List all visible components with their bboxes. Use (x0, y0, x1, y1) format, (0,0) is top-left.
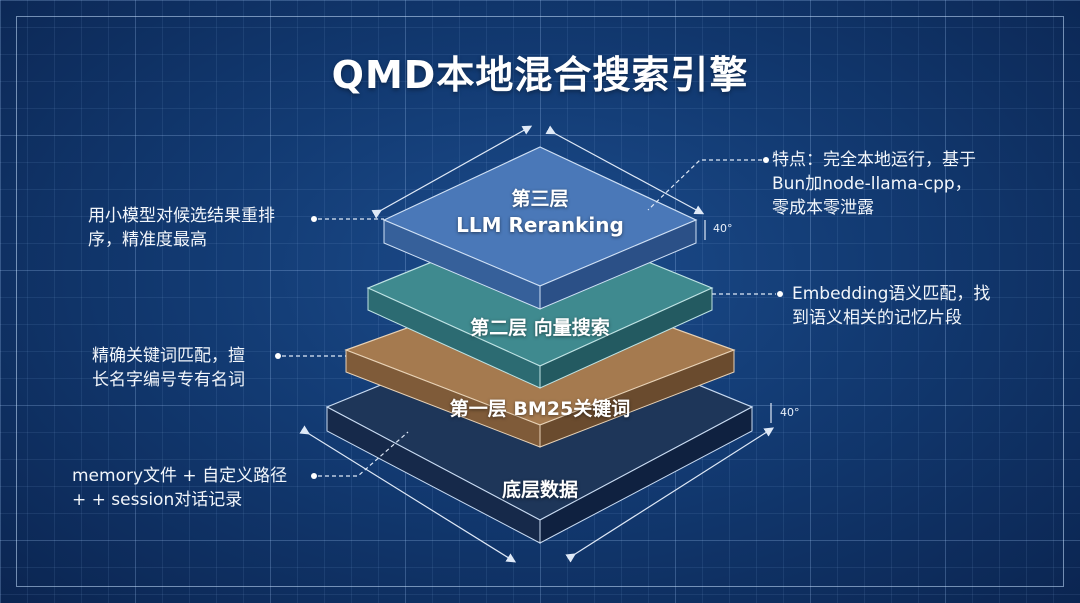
page-title: QMD本地混合搜索引擎 (331, 53, 749, 97)
angle-label-top: 40° (713, 222, 733, 235)
layer2-label: 第二层 向量搜索 (470, 317, 610, 339)
angle-label-bottom: 40° (780, 406, 800, 419)
blueprint-frame (16, 16, 1064, 587)
annotation-base-data: memory文件 + 自定义路径 + + session对话记录 (72, 466, 288, 510)
leader-dots (275, 157, 783, 479)
leader-lines (282, 159, 776, 477)
annotation-reranking: 用小模型对候选结果重排 序，精准度最高 (88, 206, 275, 250)
annotation-bm25: 精确关键词匹配，擅 长名字编号专有名词 (92, 346, 245, 390)
layer-llm-reranking (382, 146, 698, 310)
dimension-lines (299, 125, 775, 563)
layer3-name: 第三层 (511, 188, 569, 210)
layer3-label: 第三层 LLM Reranking (456, 186, 624, 238)
annotation-features: 特点：完全本地运行，基于 Bun加node-llama-cpp， 零成本零泄露 (772, 150, 976, 218)
layer0-label: 底层数据 (501, 479, 579, 501)
layer1-label: 第一层 BM25关键词 (449, 398, 631, 420)
annotation-vector: Embedding语义匹配，找 到语义相关的记忆片段 (792, 284, 991, 328)
layer3-subtitle: LLM Reranking (456, 213, 624, 237)
